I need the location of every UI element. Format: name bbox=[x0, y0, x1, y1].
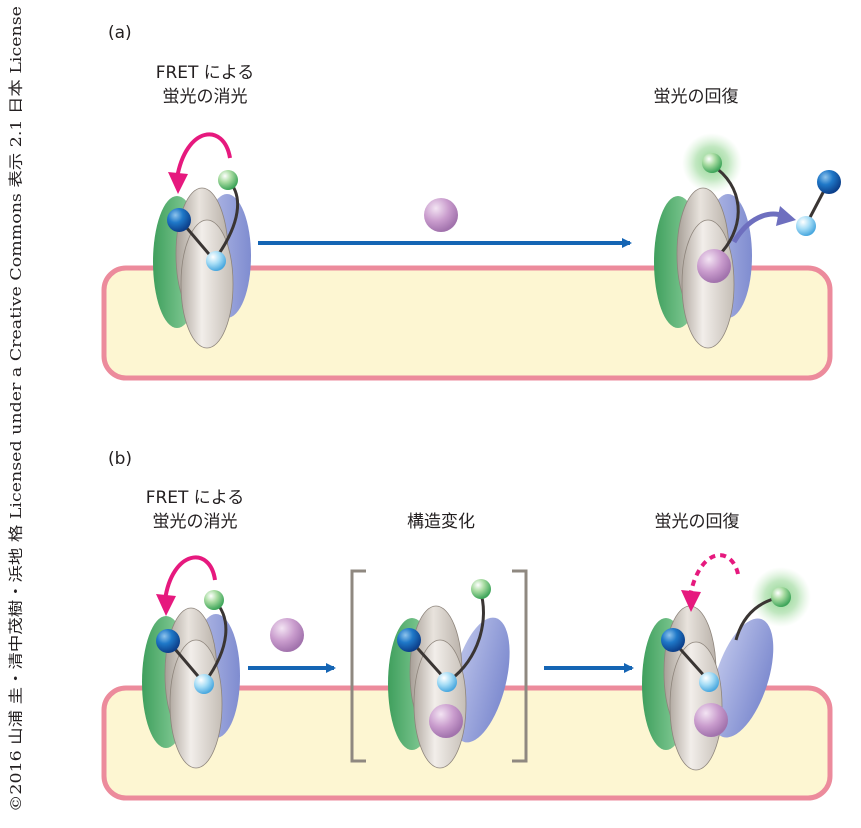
bracket-right bbox=[512, 569, 528, 763]
fret-quench-arrow-b bbox=[163, 555, 217, 601]
quencher-b-right bbox=[661, 628, 685, 652]
ligand-a bbox=[424, 198, 458, 232]
binding-site-b-left bbox=[194, 674, 214, 694]
ligand-b bbox=[270, 618, 304, 652]
released-probe-a bbox=[796, 170, 841, 236]
receptor-b-right bbox=[642, 567, 811, 771]
membrane-a bbox=[101, 265, 833, 381]
recovery-dashed-arrow-b bbox=[688, 553, 740, 597]
fret-quench-arrow-a bbox=[175, 132, 232, 179]
panel-b-label: (b) bbox=[108, 449, 132, 469]
panel-b: (b) FRET による 蛍光の消光 構造変化 蛍光の回復 bbox=[101, 449, 833, 801]
fluorophore-b-middle bbox=[471, 579, 491, 599]
binding-site-b-middle bbox=[437, 672, 457, 692]
binding-site-b-right bbox=[699, 672, 719, 692]
panel-b-caption-middle: 構造変化 bbox=[407, 512, 475, 532]
released-quencher bbox=[817, 170, 841, 194]
quencher-b-left bbox=[156, 629, 180, 653]
binding-site-a-left bbox=[206, 251, 226, 271]
bound-ligand-b-right bbox=[694, 703, 728, 737]
fluorophore-b-right bbox=[771, 587, 791, 607]
panel-a: (a) FRET による 蛍光の消光 蛍光の回復 bbox=[101, 23, 841, 381]
panel-b-caption-left-line1: FRET による bbox=[146, 488, 245, 508]
panel-a-label: (a) bbox=[108, 23, 132, 43]
linker-b-middle bbox=[449, 589, 485, 682]
fluorophore-a-right bbox=[702, 153, 722, 173]
bracket-left bbox=[350, 569, 366, 763]
quencher-a-left bbox=[167, 208, 191, 232]
bound-ligand-b-middle bbox=[429, 704, 463, 738]
copyright-text: ©2016 山浦 圭・清中茂樹・浜地 格 Licensed under a Cr… bbox=[8, 6, 25, 812]
panel-b-caption-right: 蛍光の回復 bbox=[655, 512, 740, 532]
linker-a-right bbox=[711, 163, 740, 253]
copyright-strip: ©2016 山浦 圭・清中茂樹・浜地 格 Licensed under a Cr… bbox=[8, 6, 25, 812]
receptor-b-left bbox=[142, 590, 240, 769]
receptor-a-right bbox=[654, 133, 752, 349]
panel-a-caption-left-line2: 蛍光の消光 bbox=[163, 87, 248, 107]
fluorophore-a-left bbox=[218, 170, 238, 190]
quencher-b-middle bbox=[397, 628, 421, 652]
released-binding-group bbox=[796, 216, 816, 236]
fluorophore-b-left bbox=[204, 590, 224, 610]
receptor-a-left bbox=[153, 170, 251, 349]
panel-b-caption-left-line2: 蛍光の消光 bbox=[153, 512, 238, 532]
panel-a-caption-left-line1: FRET による bbox=[156, 63, 255, 83]
bound-ligand-a bbox=[697, 249, 731, 283]
panel-a-caption-right: 蛍光の回復 bbox=[654, 87, 739, 107]
receptor-b-middle bbox=[388, 579, 510, 769]
